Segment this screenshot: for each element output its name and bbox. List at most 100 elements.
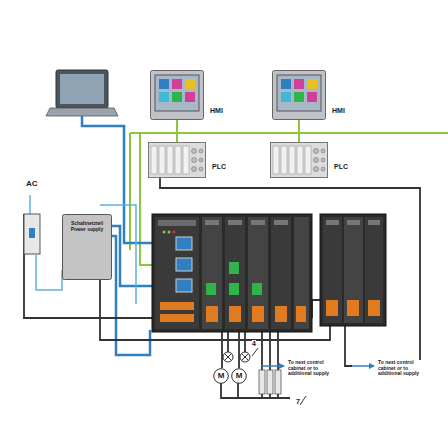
motor-circle (214, 369, 229, 384)
io-module (225, 217, 245, 329)
status-led (163, 231, 166, 234)
module-label (368, 220, 380, 225)
bridge-wire (312, 300, 320, 318)
plc-outline (148, 142, 206, 178)
screen-tile (172, 79, 182, 89)
plc-outline (270, 142, 328, 178)
callout-number: 7 (296, 398, 300, 406)
plc-unit: PLC (270, 142, 328, 178)
network-cable (129, 133, 131, 250)
plc-knob (199, 149, 203, 153)
status-led (173, 231, 176, 234)
terminal-block (326, 300, 338, 316)
module-label (205, 220, 219, 225)
power-cable (112, 236, 150, 355)
ac-wire (36, 255, 62, 290)
plc-knob (192, 149, 197, 154)
screen-tile (281, 92, 291, 102)
terminal-block (206, 306, 218, 322)
module-label (158, 220, 196, 226)
io-module (202, 217, 222, 329)
motor-wire (222, 330, 245, 368)
light-blue-cables (30, 195, 136, 304)
screen-tile (307, 79, 317, 89)
lamp-cross (225, 354, 232, 361)
wire-count-tick (252, 348, 306, 405)
plc-module (175, 146, 181, 174)
output-wire (262, 330, 278, 370)
callout-number: 4 (252, 340, 256, 348)
module-label (347, 220, 360, 225)
plc-module (305, 146, 311, 174)
device-name: PLC (334, 163, 348, 170)
ac-wire (29, 195, 31, 214)
fuse-symbol (275, 370, 281, 394)
plc-knob (199, 167, 203, 171)
io-module (294, 217, 309, 329)
output-wire (262, 394, 278, 398)
screen-tile (281, 79, 291, 89)
fuse-symbol (259, 370, 265, 394)
fuse-symbol (267, 370, 273, 394)
terminal-block (347, 300, 359, 316)
outgoing-arrow (352, 365, 374, 367)
screen-tile (159, 92, 169, 102)
lamp-cross (242, 354, 249, 361)
motor-symbol: M (213, 368, 229, 384)
control-device (152, 214, 312, 332)
io-modules (202, 217, 309, 329)
device-name: PLC (212, 163, 226, 170)
laptop-display (60, 74, 104, 104)
lamp-symbol (240, 352, 250, 362)
note-text: To next control cabinet or to additional… (288, 360, 340, 377)
screen-tile (294, 92, 304, 102)
laptop-screen (56, 70, 108, 108)
plc-housing (149, 143, 206, 178)
outgoing-arrow (262, 365, 284, 367)
screen-tile (185, 79, 195, 89)
breaker-switch (29, 228, 35, 238)
plc-module (289, 146, 295, 174)
motor-letter: M (213, 368, 229, 384)
plc-knob (321, 149, 325, 153)
hmi-bezel (273, 71, 326, 120)
hmi-outline (150, 70, 204, 120)
circuit-breaker (24, 214, 40, 254)
hmi-panel: HMI (150, 70, 204, 120)
module-label (274, 220, 288, 225)
device-housing (320, 214, 386, 326)
plc-knob (314, 158, 319, 163)
network-port (176, 258, 192, 271)
device-housing (152, 214, 312, 332)
module-indicator (206, 283, 216, 295)
plc-housing (271, 143, 328, 178)
note-text: To next control cabinet or to additional… (378, 360, 432, 377)
plc-module (167, 146, 173, 174)
module-indicator (229, 283, 239, 295)
status-led (168, 231, 171, 234)
terminal-block (275, 306, 287, 322)
network-connector (176, 120, 178, 142)
psu-housing (63, 215, 112, 280)
module-label (326, 220, 339, 225)
laptop-base (46, 108, 118, 116)
motor-symbol: M (231, 368, 247, 384)
black-wires (24, 178, 420, 405)
plc-module (297, 146, 303, 174)
supply-wire (345, 325, 352, 366)
screen-tile (294, 79, 304, 89)
screen-tile (172, 92, 182, 102)
motor-circle (232, 369, 247, 384)
power-supply-box: Schaltnetzteil Power supply (62, 214, 112, 280)
plc-unit: PLC (148, 142, 206, 178)
screen-tile (307, 92, 317, 102)
screen-tile (185, 92, 195, 102)
network-port (176, 237, 192, 250)
motor-letter: M (231, 368, 247, 384)
plc-knob (192, 158, 197, 163)
plc-knob (321, 158, 325, 162)
hmi-panel: HMI (272, 70, 326, 120)
hmi-bezel (151, 71, 204, 120)
io-module (271, 217, 291, 329)
plc-knob (314, 149, 319, 154)
